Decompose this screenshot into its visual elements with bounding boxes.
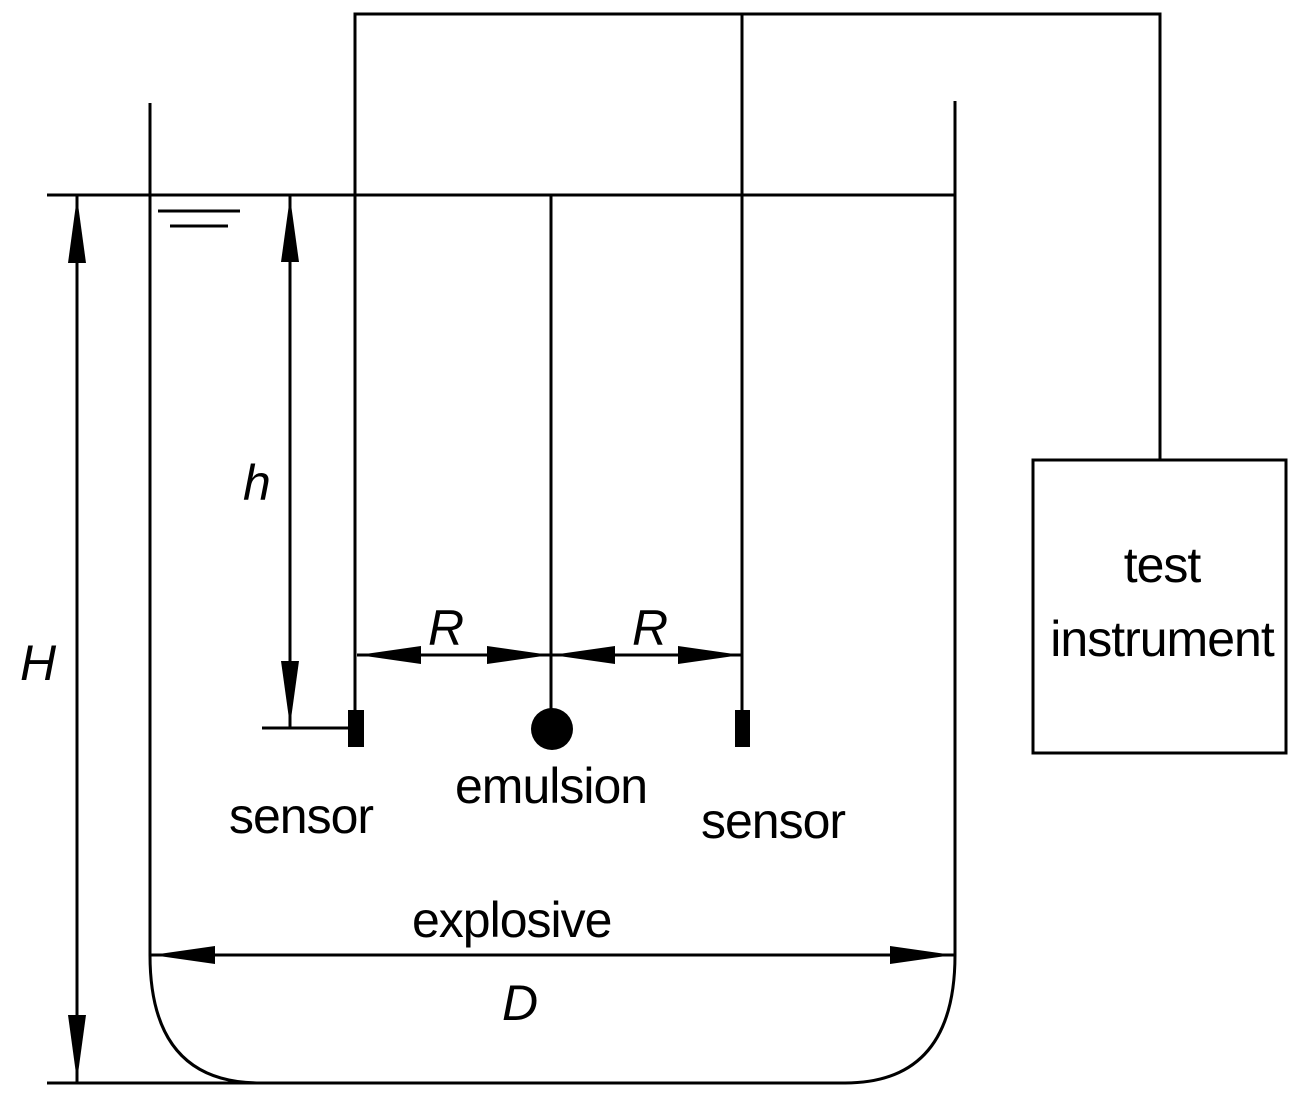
water-level-symbol bbox=[158, 209, 240, 228]
right-sensor-label: sensor bbox=[701, 793, 845, 849]
test-instrument-label-line2: instrument bbox=[1050, 611, 1275, 667]
D-label: D bbox=[502, 975, 538, 1031]
h-dimension bbox=[281, 195, 299, 728]
H-dimension bbox=[68, 195, 86, 1083]
explosive-label: explosive bbox=[412, 892, 611, 948]
H-label: H bbox=[20, 635, 57, 691]
R-dimension-left bbox=[357, 646, 551, 664]
test-instrument-box bbox=[1031, 458, 1288, 755]
emulsion-charge bbox=[531, 708, 573, 750]
D-dimension bbox=[150, 946, 955, 964]
signal-cable bbox=[353, 12, 1162, 720]
R-label-left: R bbox=[428, 600, 464, 656]
emulsion-label: emulsion bbox=[455, 758, 647, 814]
R-label-right: R bbox=[632, 600, 668, 656]
tank-outline bbox=[148, 101, 957, 1085]
R-dimension-right bbox=[551, 646, 742, 664]
h-label: h bbox=[243, 455, 271, 511]
left-sensor-label: sensor bbox=[229, 788, 373, 844]
test-instrument-label-line1: test bbox=[1124, 537, 1202, 593]
right-sensor bbox=[735, 710, 750, 747]
left-sensor bbox=[348, 710, 364, 747]
